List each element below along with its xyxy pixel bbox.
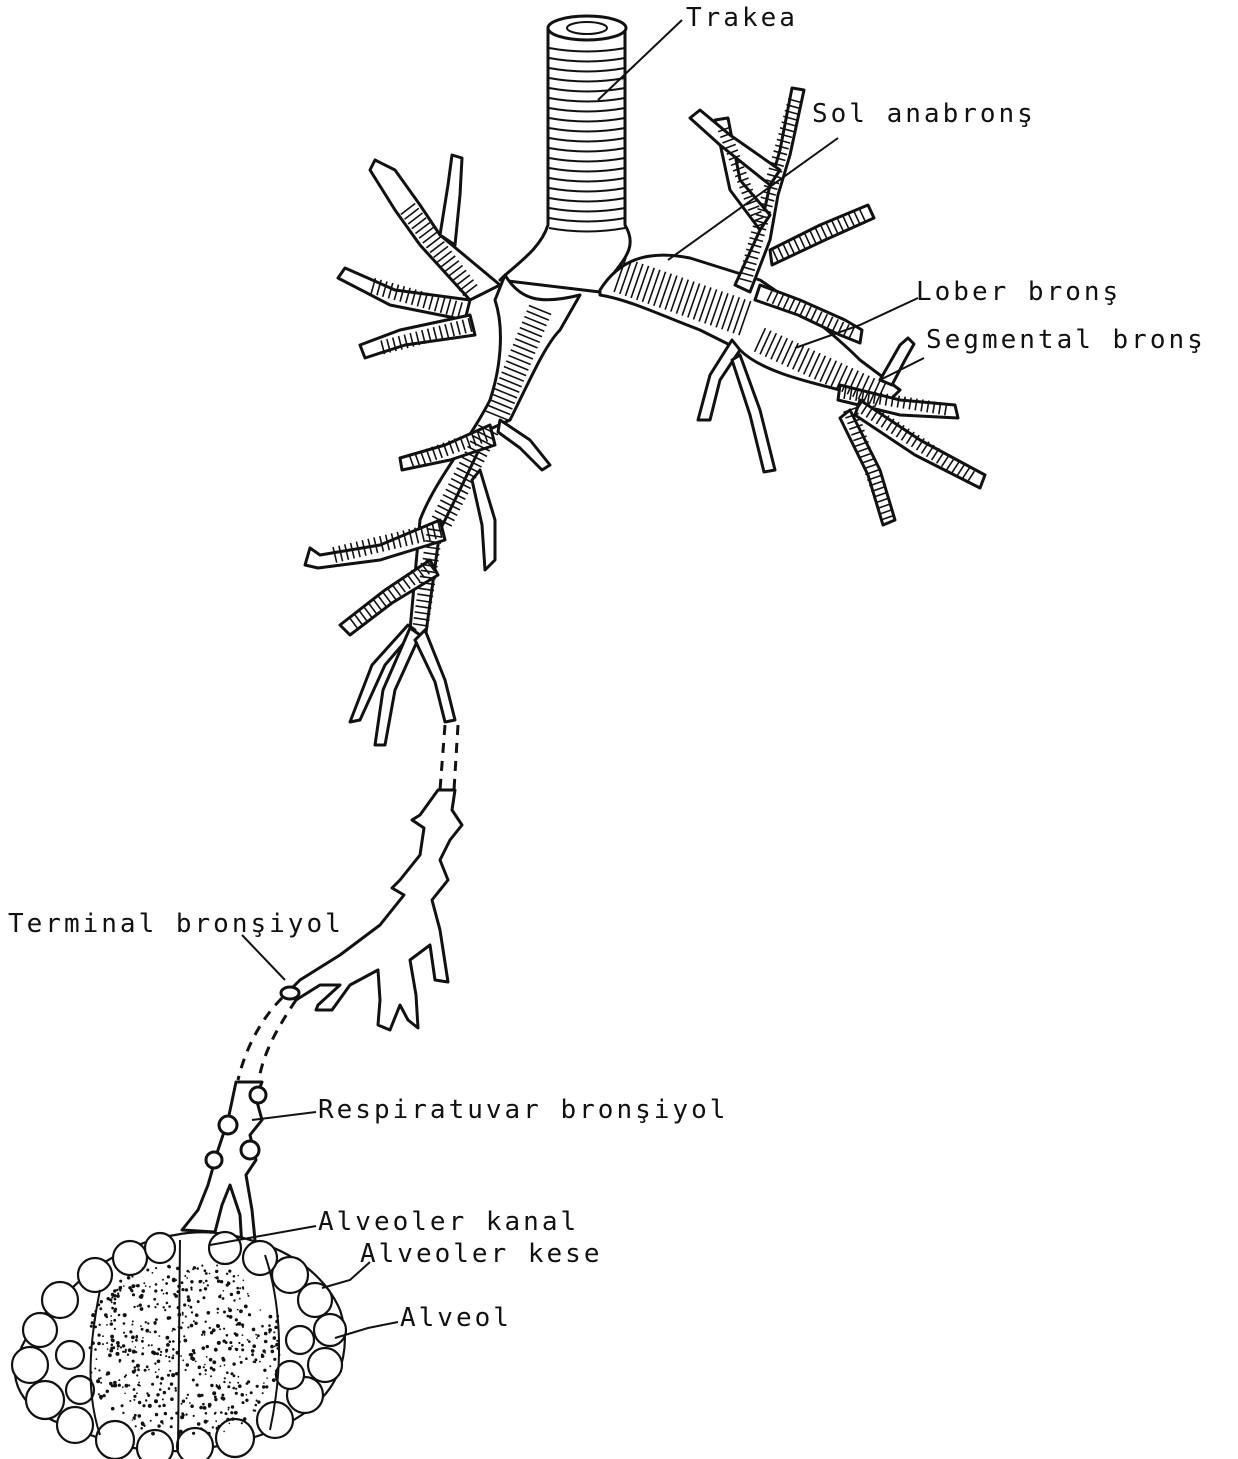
label-alveol: Alveol (400, 1303, 512, 1333)
label-trakea: Trakea (686, 3, 798, 33)
label-alveoler-kanal: Alveoler kanal (318, 1207, 579, 1237)
label-terminal-bronsiyol: Terminal bronşiyol (8, 909, 344, 939)
label-alveoler-kese: Alveoler kese (360, 1239, 603, 1269)
conducting-bronchiole (281, 725, 462, 1030)
trachea (500, 16, 630, 292)
label-lober-brons: Lober bronş (916, 277, 1121, 307)
respiratory-bronchiole (182, 998, 296, 1250)
alveolar-cluster (12, 1232, 346, 1459)
label-respiratuvar-bronsiyol: Respiratuvar bronşiyol (318, 1095, 728, 1125)
label-sol-anabrons: Sol anabronş (812, 99, 1036, 129)
label-segmental-brons: Segmental bronş (926, 325, 1206, 355)
